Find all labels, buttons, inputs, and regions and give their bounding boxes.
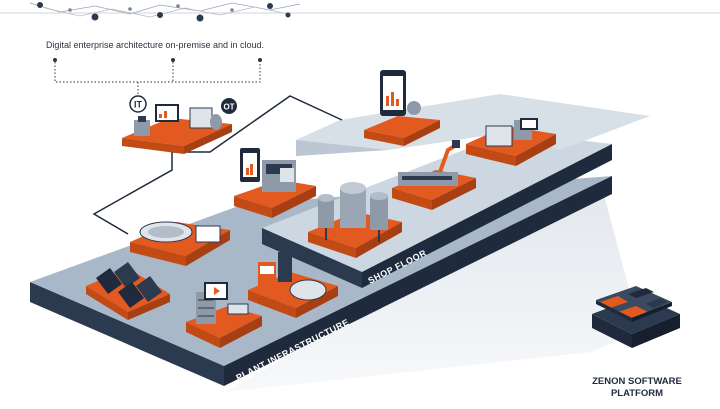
it-ot-unit (122, 104, 232, 154)
network-node (37, 2, 43, 8)
robot-station-back (466, 118, 556, 166)
zenon-platform-icon (592, 286, 680, 348)
it-badge-label: IT (134, 100, 143, 110)
platform-label-line1: ZENON SOFTWARE (592, 376, 682, 387)
ot-badge-label: OT (223, 103, 234, 112)
robot-arm-conveyor (392, 140, 476, 210)
network-node (91, 13, 99, 21)
tablet-cabinet-station (234, 148, 316, 218)
network-banner (0, 2, 720, 22)
dotted-connectors (54, 62, 261, 96)
network-node (196, 14, 204, 22)
boiler-generator-unit (248, 252, 338, 318)
caption: Digital enterprise architecture on-premi… (45, 40, 265, 50)
network-node (157, 12, 163, 18)
platform-label-line2: PLATFORM (611, 388, 663, 399)
network-node (285, 12, 291, 18)
water-treatment-unit (130, 221, 230, 266)
server-monitor-unit (186, 282, 262, 348)
tablet-machine-station (364, 70, 440, 146)
it-badge: IT (129, 95, 147, 113)
process-tanks (308, 182, 402, 258)
network-node (267, 3, 273, 9)
ot-badge: OT (221, 98, 237, 114)
solar-panels (86, 262, 170, 320)
platform-light-beam (225, 180, 640, 392)
